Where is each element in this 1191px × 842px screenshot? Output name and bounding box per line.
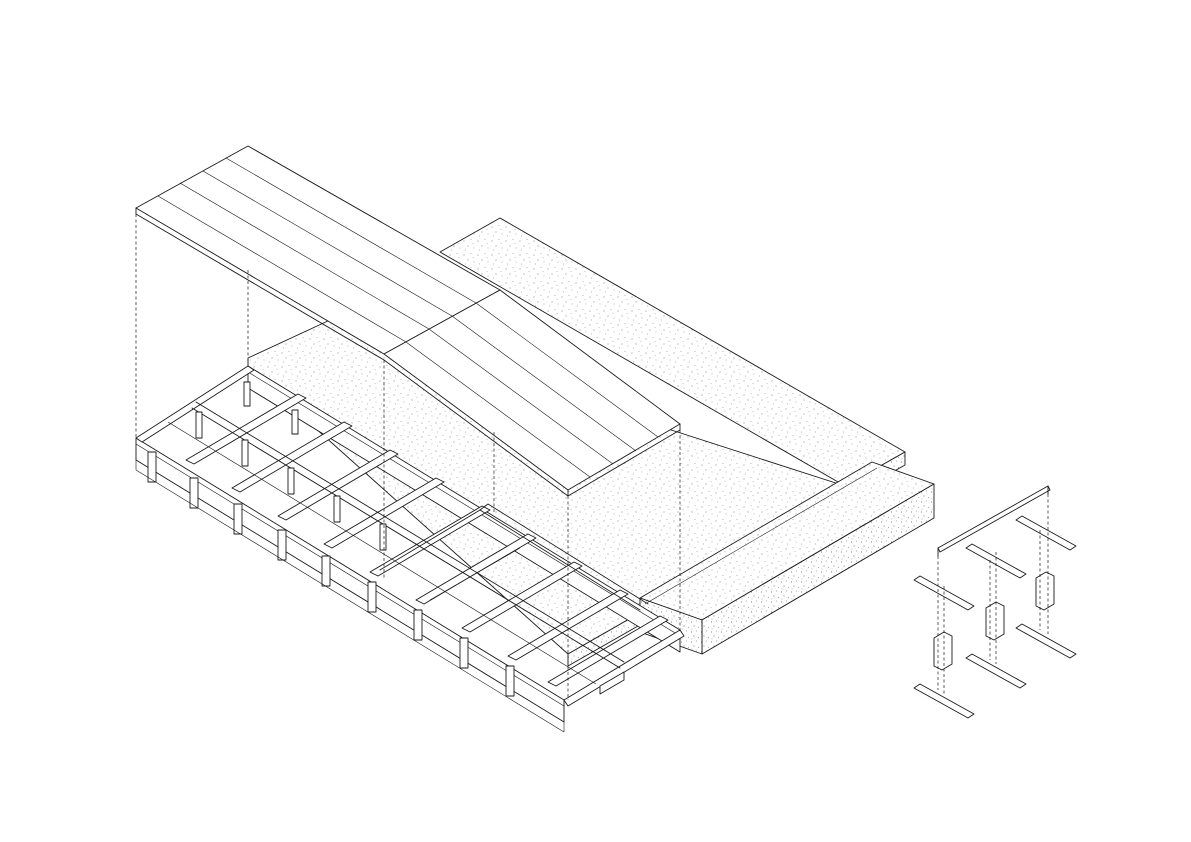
lower-stippled-step-icon	[639, 461, 935, 655]
frame-posts	[147, 451, 515, 697]
timber-frame-grid-icon	[135, 365, 685, 733]
roof-boards-icon	[135, 145, 681, 497]
interior-posts	[195, 381, 387, 551]
frame-joists	[185, 393, 669, 695]
projection-lines	[135, 214, 681, 700]
exploded-post-joint-detail-icon	[913, 485, 1077, 719]
